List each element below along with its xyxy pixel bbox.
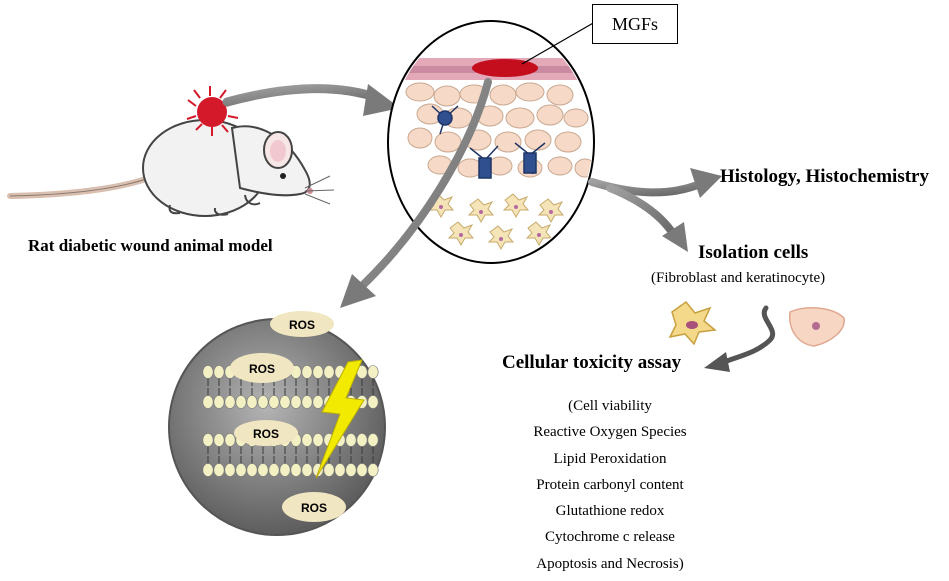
assay-item: (Cell viability bbox=[568, 398, 652, 414]
isolation-cells-title: Isolation cells bbox=[698, 242, 809, 263]
lipid-head bbox=[301, 395, 313, 409]
lipid-head bbox=[367, 433, 379, 447]
mouse-model-caption: Rat diabetic wound animal model bbox=[28, 236, 273, 255]
lipid-head bbox=[279, 463, 291, 477]
assay-item: Glutathione redox bbox=[555, 503, 665, 520]
mgfs-pointer-line bbox=[521, 21, 596, 65]
lipid-head bbox=[213, 365, 225, 379]
lipid-head bbox=[301, 463, 313, 477]
ros-label: ROS bbox=[253, 427, 279, 441]
lipid-head bbox=[279, 395, 291, 409]
lipid-head bbox=[290, 395, 302, 409]
lipid-head bbox=[257, 395, 269, 409]
assay-item: Reactive Oxygen Species bbox=[533, 424, 687, 441]
assay-item: Apoptosis and Necrosis) bbox=[536, 555, 684, 572]
assay-item: Protein carbonyl content bbox=[536, 476, 684, 493]
lipid-head bbox=[268, 463, 280, 477]
lipid-head bbox=[367, 395, 379, 409]
keratinocyte-icon bbox=[789, 306, 845, 347]
lipid-head bbox=[268, 395, 280, 409]
ros-bubble-1: ROS bbox=[270, 311, 334, 337]
lipid-head bbox=[246, 463, 258, 477]
lipid-head bbox=[301, 365, 313, 379]
lipid-head bbox=[334, 463, 346, 477]
lipid-head bbox=[312, 433, 324, 447]
lipid-head bbox=[345, 433, 357, 447]
lipid-head bbox=[224, 433, 236, 447]
arrow-isolation-to-toxicity bbox=[704, 305, 775, 372]
arrow-skin-to-membrane bbox=[340, 78, 492, 308]
lipid-head bbox=[202, 463, 214, 477]
lipid-head bbox=[202, 433, 214, 447]
histology-label: Histology, Histochemistry bbox=[720, 166, 929, 187]
assay-list: (Cell viability Reactive Oxygen Species … bbox=[500, 393, 720, 577]
lipid-head bbox=[257, 463, 269, 477]
cell-types-label: (Fibroblast and keratinocyte) bbox=[651, 270, 826, 286]
lipid-head bbox=[224, 463, 236, 477]
fibroblast-icon bbox=[668, 300, 717, 346]
lipid-head bbox=[312, 365, 324, 379]
mgfs-application-icon bbox=[472, 59, 538, 77]
ros-bubble-3: ROS bbox=[234, 420, 298, 446]
lipid-head bbox=[213, 463, 225, 477]
lipid-head bbox=[367, 463, 379, 477]
assay-item: Cytochrome c release bbox=[545, 529, 675, 546]
lipid-head bbox=[224, 395, 236, 409]
cell-membrane-diagram: ROS ROS ROS ROS bbox=[168, 311, 386, 536]
lipid-head bbox=[202, 365, 214, 379]
dendritic-cells bbox=[431, 105, 546, 179]
toxicity-assay-title: Cellular toxicity assay bbox=[502, 352, 682, 373]
lightning-bolt-icon bbox=[315, 359, 365, 479]
mgfs-label: MGFs bbox=[611, 13, 659, 34]
arrow-mouse-to-skin bbox=[222, 84, 400, 116]
mgfs-label-box: MGFs bbox=[592, 4, 678, 44]
assay-item: Lipid Peroxidation bbox=[553, 450, 667, 467]
lipid-head bbox=[290, 463, 302, 477]
ros-label: ROS bbox=[249, 362, 275, 376]
ros-bubble-2: ROS bbox=[230, 353, 294, 383]
arrow-skin-to-isolation bbox=[606, 184, 688, 252]
lipid-head bbox=[323, 463, 335, 477]
lipid-head bbox=[323, 365, 335, 379]
arrow-skin-to-histology bbox=[588, 168, 722, 198]
lipid-head bbox=[213, 395, 225, 409]
lipid-head bbox=[235, 463, 247, 477]
lipid-head bbox=[213, 433, 225, 447]
lipid-head bbox=[235, 395, 247, 409]
lipid-head bbox=[301, 433, 313, 447]
ros-bubble-4: ROS bbox=[282, 492, 346, 522]
lipid-head bbox=[356, 433, 368, 447]
wound-icon bbox=[186, 86, 239, 136]
mouse-illustration bbox=[7, 86, 335, 217]
lipid-head bbox=[356, 463, 368, 477]
ros-label: ROS bbox=[301, 501, 327, 515]
lipid-head bbox=[202, 395, 214, 409]
lipid-head bbox=[312, 395, 324, 409]
lipid-head bbox=[367, 365, 379, 379]
lipid-head bbox=[345, 463, 357, 477]
lipid-head bbox=[246, 395, 258, 409]
ros-label: ROS bbox=[289, 318, 315, 332]
